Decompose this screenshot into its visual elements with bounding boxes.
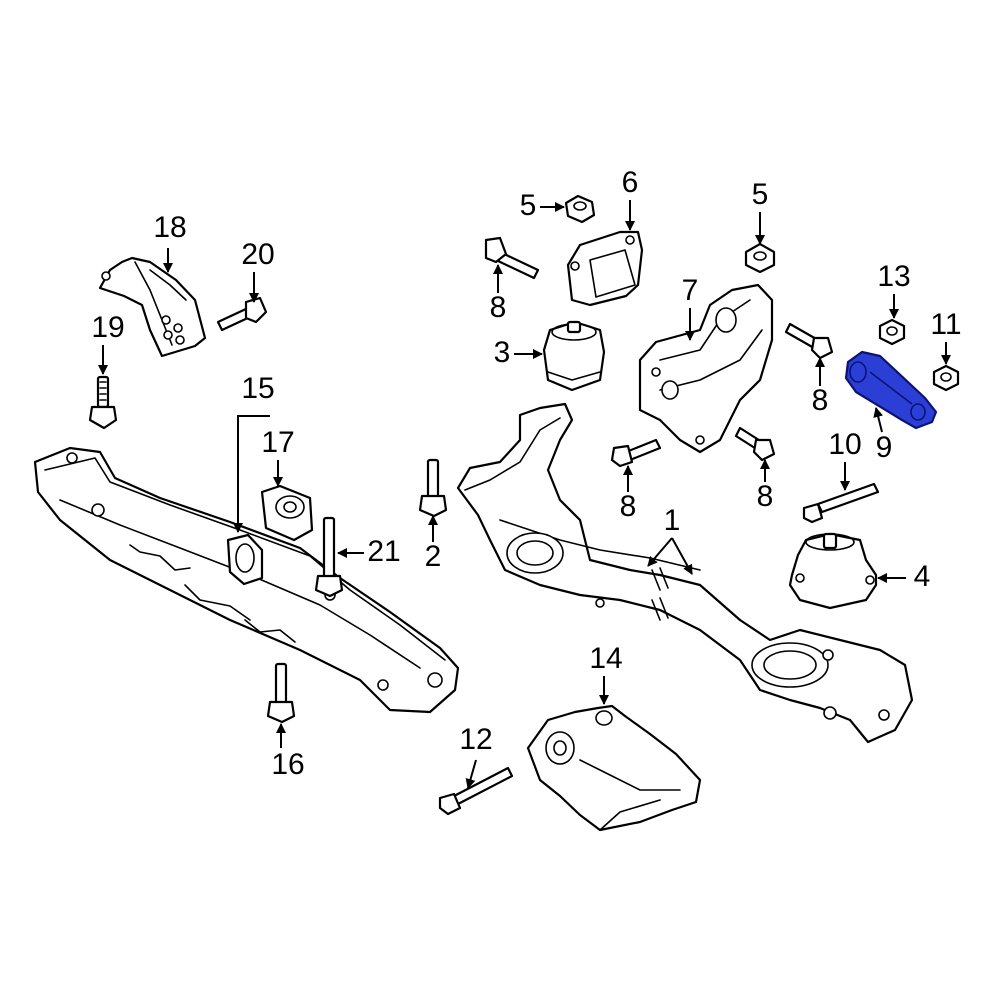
engine-mount-part-4[interactable] <box>788 532 878 610</box>
callout-20: 20 <box>241 238 274 271</box>
callout-11: 11 <box>930 308 961 341</box>
bolt-part-8-upper-right[interactable] <box>784 322 834 360</box>
callout-8-upper-right: 8 <box>812 384 829 417</box>
callout-labels: 1 2 3 4 5 5 6 7 8 8 8 8 9 10 11 12 13 14… <box>91 166 961 781</box>
callout-1: 1 <box>664 504 681 537</box>
callout-8-center: 8 <box>620 490 637 523</box>
callout-13: 13 <box>877 260 910 293</box>
transmission-mount-part-14[interactable] <box>526 704 702 832</box>
callout-16: 16 <box>271 748 304 781</box>
callout-14: 14 <box>589 642 622 675</box>
nut-part-5-left[interactable] <box>564 194 596 224</box>
nut-part-11[interactable] <box>932 364 960 392</box>
bolt-part-20[interactable] <box>216 296 268 332</box>
callout-3: 3 <box>494 336 511 369</box>
nut-part-13[interactable] <box>878 318 906 346</box>
bolt-part-16[interactable] <box>266 662 296 724</box>
callout-8-top: 8 <box>490 291 507 324</box>
bolt-part-8-center[interactable] <box>610 438 662 468</box>
bolt-part-8-right[interactable] <box>734 426 776 462</box>
subframe-part-1[interactable] <box>456 402 914 744</box>
callout-4: 4 <box>914 560 931 593</box>
callout-6: 6 <box>622 166 639 199</box>
callout-7: 7 <box>682 274 699 307</box>
bolt-part-21[interactable] <box>314 516 344 598</box>
torque-rod-part-9[interactable] <box>844 350 938 430</box>
bolt-part-10[interactable] <box>802 482 880 524</box>
bracket-part-7[interactable] <box>638 283 774 454</box>
callout-8-right: 8 <box>757 480 774 513</box>
callout-18: 18 <box>153 211 186 244</box>
callout-5-left: 5 <box>520 189 537 222</box>
bolt-part-8-top[interactable] <box>484 236 540 280</box>
callout-21: 21 <box>367 535 400 568</box>
callout-12: 12 <box>459 723 492 756</box>
bolt-part-19[interactable] <box>88 375 118 430</box>
bolt-part-12[interactable] <box>438 766 514 816</box>
callout-17: 17 <box>261 426 294 459</box>
callout-9: 9 <box>876 431 893 464</box>
callout-5-right: 5 <box>752 178 769 211</box>
crossmember-part-15[interactable] <box>33 446 460 714</box>
callout-15: 15 <box>241 372 274 405</box>
callout-19: 19 <box>91 311 124 344</box>
bushing-part-17[interactable] <box>260 484 314 542</box>
engine-mount-part-3[interactable] <box>542 320 606 392</box>
leader-lines <box>98 200 951 789</box>
callout-2: 2 <box>425 540 442 573</box>
bracket-part-6[interactable] <box>566 230 644 307</box>
bolt-part-2[interactable] <box>418 458 448 518</box>
nut-part-5-right[interactable] <box>744 242 776 274</box>
bracket-part-18[interactable] <box>98 256 207 358</box>
callout-10: 10 <box>828 428 861 461</box>
